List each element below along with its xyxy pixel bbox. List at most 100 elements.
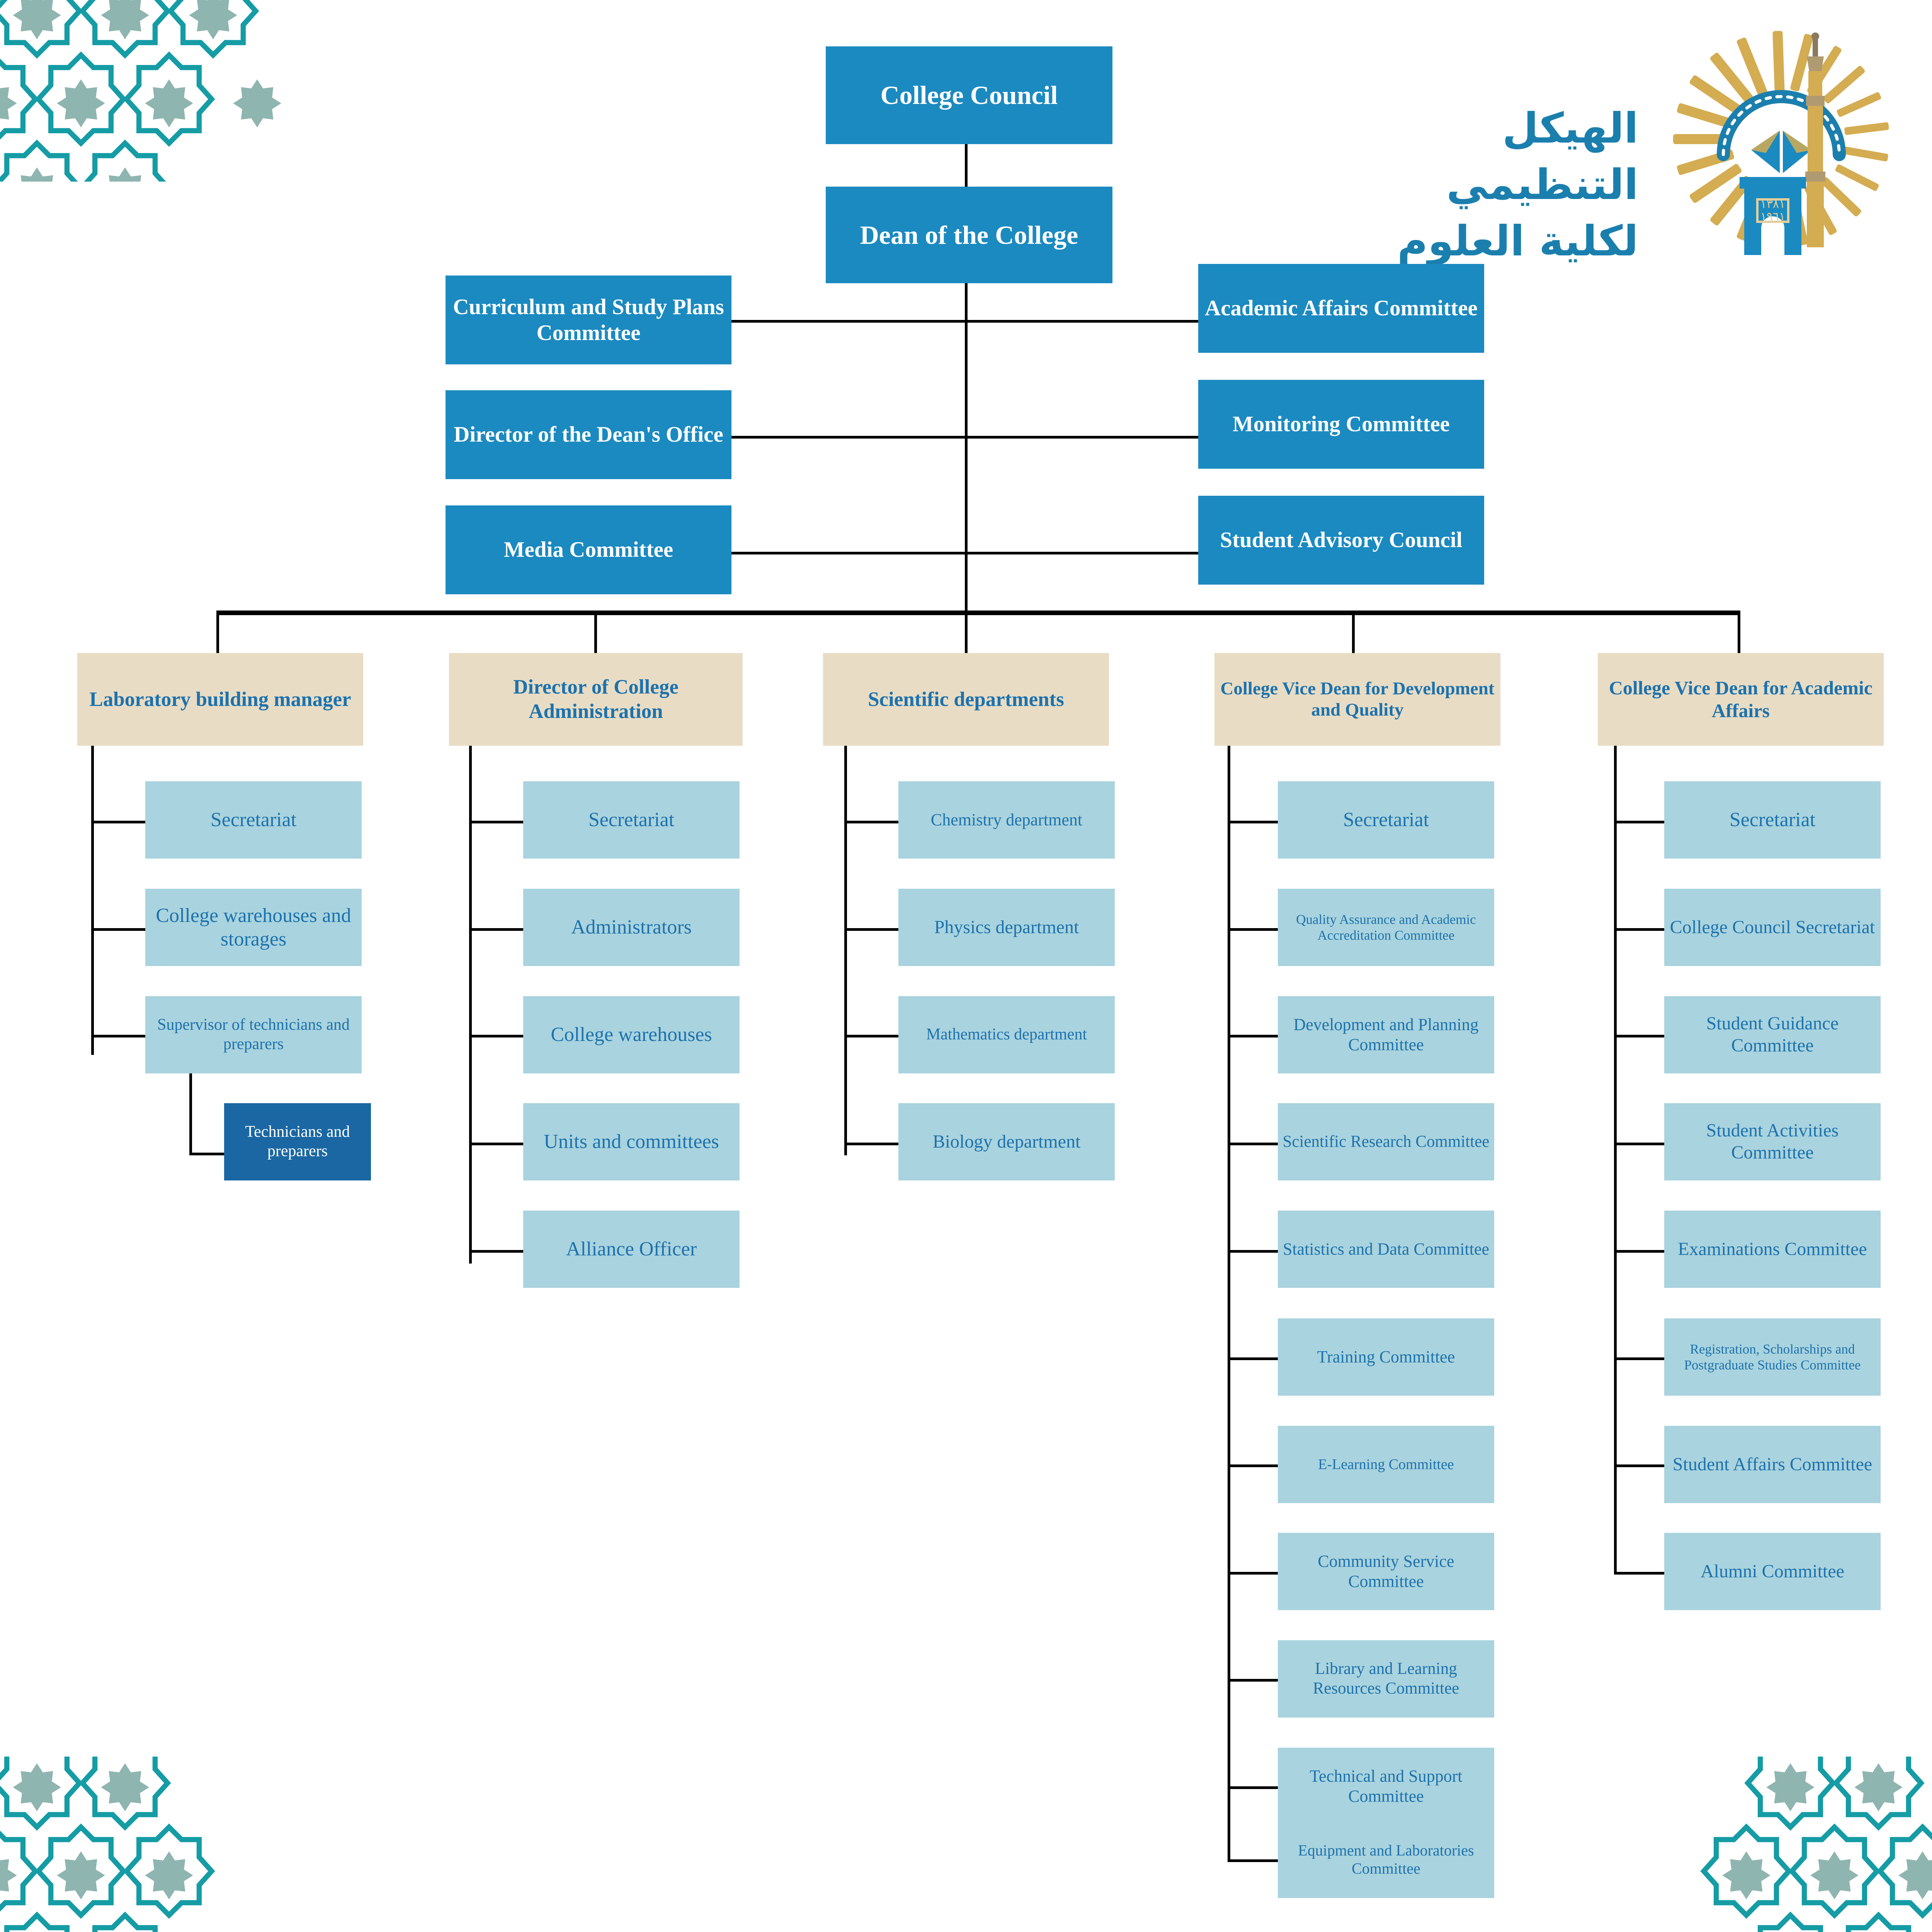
node-curriculum-and-study-plans-committee[interactable]: Curriculum and Study Plans Committee [446, 276, 731, 364]
tick-col4-7 [1228, 1464, 1278, 1467]
tick-col2-4 [469, 1143, 523, 1145]
node-col4-library-and-learning-resources-committee[interactable]: Library and Learning Resources Committee [1278, 1640, 1494, 1718]
connector-branch-row-1 [731, 320, 1234, 323]
tick-col4-8 [1228, 1572, 1278, 1575]
node-col4-equipment-and-laboratories-committee[interactable]: Equipment and Laboratories Committee [1278, 1821, 1494, 1898]
tick-col4-3 [1228, 1035, 1278, 1037]
connector-branch-row-2 [731, 436, 1234, 439]
node-director-of-college-administration[interactable]: Director of College Administration [449, 653, 743, 746]
node-col3-chemistry-department[interactable]: Chemistry department [898, 781, 1115, 859]
page-title: الهيكل التنظيمي لكلية العلوم [1318, 100, 1639, 269]
node-dean-of-the-college[interactable]: Dean of the College [826, 187, 1112, 283]
node-director-of-the-deans-office[interactable]: Director of the Dean's Office [446, 390, 731, 479]
tick-col4-2 [1228, 928, 1278, 931]
tick-col4-4 [1228, 1143, 1278, 1145]
node-col4-scientific-research-committee[interactable]: Scientific Research Committee [1278, 1103, 1494, 1180]
node-col4-community-service-committee[interactable]: Community Service Committee [1278, 1533, 1494, 1610]
node-college-council[interactable]: College Council [826, 46, 1112, 144]
node-col4-development-and-planning-committee[interactable]: Development and Planning Committee [1278, 996, 1494, 1073]
corner-pattern-bottom-right [1654, 1757, 1932, 1932]
node-col5-student-guidance-committee[interactable]: Student Guidance Committee [1664, 996, 1881, 1073]
node-col1-secretariat[interactable]: Secretariat [145, 781, 362, 859]
header: الهيكل التنظيمي لكلية العلوم [1306, 23, 1909, 265]
tick-col4-11 [1228, 1859, 1278, 1862]
rail-col-2 [469, 746, 472, 1264]
node-col4-secretariat[interactable]: Secretariat [1278, 781, 1494, 859]
node-col5-student-affairs-committee[interactable]: Student Affairs Committee [1664, 1426, 1881, 1503]
corner-pattern-bottom-left [0, 1757, 282, 1932]
node-col4-e-learning-committee[interactable]: E-Learning Committee [1278, 1426, 1494, 1503]
rail-col-5 [1614, 746, 1617, 1575]
tick-col4-5 [1228, 1250, 1278, 1253]
connector-council-to-dean [965, 144, 968, 187]
tick-col5-4 [1614, 1143, 1664, 1145]
tick-col5-6 [1614, 1357, 1664, 1360]
node-col4-training-committee[interactable]: Training Committee [1278, 1318, 1494, 1396]
tick-col3-1 [844, 821, 898, 823]
tick-col5-7 [1614, 1464, 1664, 1467]
node-col1-supervisor-of-technicians-and-preparers[interactable]: Supervisor of technicians and preparers [145, 996, 362, 1073]
node-col5-registration-scholarships-and-postgraduate-studies-committee[interactable]: Registration, Scholarships and Postgradu… [1664, 1318, 1881, 1396]
university-logo: ١٣٨١ ١٩٦١ [1662, 23, 1901, 258]
tick-col1-sub-1 [189, 1153, 224, 1155]
node-col2-administrators[interactable]: Administrators [523, 889, 740, 966]
tick-col3-2 [844, 928, 898, 931]
node-col5-examinations-committee[interactable]: Examinations Committee [1664, 1211, 1881, 1288]
node-college-vice-dean-for-academic-affairs[interactable]: College Vice Dean for Academic Affairs [1598, 653, 1884, 746]
node-col3-mathematics-department[interactable]: Mathematics department [898, 996, 1115, 1073]
node-col1-technicians-and-preparers[interactable]: Technicians and preparers [224, 1103, 371, 1180]
node-col3-biology-department[interactable]: Biology department [898, 1103, 1115, 1180]
tick-col2-3 [469, 1035, 523, 1037]
node-col5-student-activities-committee[interactable]: Student Activities Committee [1664, 1103, 1881, 1180]
connector-drop-col-2 [594, 611, 597, 672]
node-col5-college-council-secretariat[interactable]: College Council Secretariat [1664, 889, 1881, 966]
node-college-vice-dean-for-development-and-quality[interactable]: College Vice Dean for Development and Qu… [1214, 653, 1500, 746]
node-col3-physics-department[interactable]: Physics department [898, 889, 1115, 966]
node-col4-quality-assurance-and-academic-accreditation-committee[interactable]: Quality Assurance and Academic Accredita… [1278, 889, 1494, 966]
node-monitoring-committee[interactable]: Monitoring Committee [1198, 380, 1484, 469]
node-scientific-departments[interactable]: Scientific departments [823, 653, 1109, 746]
rail-col-4 [1228, 746, 1230, 1861]
tick-col4-10 [1228, 1786, 1278, 1789]
tick-col4-1 [1228, 821, 1278, 823]
connector-drop-col-3 [965, 611, 968, 672]
tick-col1-1 [91, 821, 145, 823]
connector-distribution-bar [216, 611, 1739, 615]
connector-dean-spine [965, 283, 968, 612]
tick-col1-3 [91, 1035, 145, 1037]
connector-drop-col-1 [216, 611, 219, 672]
tick-col3-4 [844, 1143, 898, 1145]
node-col4-statistics-and-data-committee[interactable]: Statistics and Data Committee [1278, 1211, 1494, 1288]
node-col2-units-and-committees[interactable]: Units and committees [523, 1103, 740, 1180]
node-col1-college-warehouses-and-storages[interactable]: College warehouses and storages [145, 889, 362, 966]
node-media-committee[interactable]: Media Committee [446, 505, 731, 594]
corner-pattern-top-left [0, 0, 282, 184]
tick-col2-2 [469, 928, 523, 931]
node-col5-secretariat[interactable]: Secretariat [1664, 781, 1881, 859]
rail-col1-sub [189, 1055, 192, 1155]
node-laboratory-building-manager[interactable]: Laboratory building manager [77, 653, 363, 746]
node-col4-technical-and-support-committee[interactable]: Technical and Support Committee [1278, 1748, 1494, 1825]
tick-col4-6 [1228, 1357, 1278, 1360]
node-col2-alliance-officer[interactable]: Alliance Officer [523, 1211, 740, 1288]
connector-drop-col-5 [1738, 611, 1740, 672]
page-title-line-1: الهيكل التنظيمي [1446, 104, 1639, 209]
node-academic-affairs-committee[interactable]: Academic Affairs Committee [1198, 264, 1484, 353]
tick-col5-5 [1614, 1250, 1664, 1253]
tick-col2-1 [469, 821, 523, 823]
tick-col4-9 [1228, 1679, 1278, 1682]
connector-branch-row-3 [731, 552, 1234, 554]
logo-gregorian-year: ١٩٦١ [1760, 210, 1785, 223]
rail-col-1 [91, 746, 94, 1055]
tick-col5-2 [1614, 928, 1664, 931]
node-student-advisory-council[interactable]: Student Advisory Council [1198, 496, 1484, 585]
node-col2-college-warehouses[interactable]: College warehouses [523, 996, 740, 1073]
tick-col5-3 [1614, 1035, 1664, 1037]
tick-col2-5 [469, 1250, 523, 1253]
rail-col-3 [844, 746, 847, 1155]
page-title-line-2: لكلية العلوم [1397, 217, 1639, 265]
tick-col5-8 [1614, 1572, 1664, 1575]
node-col2-secretariat[interactable]: Secretariat [523, 781, 740, 859]
tick-col3-3 [844, 1035, 898, 1037]
node-col5-alumni-committee[interactable]: Alumni Committee [1664, 1533, 1881, 1610]
